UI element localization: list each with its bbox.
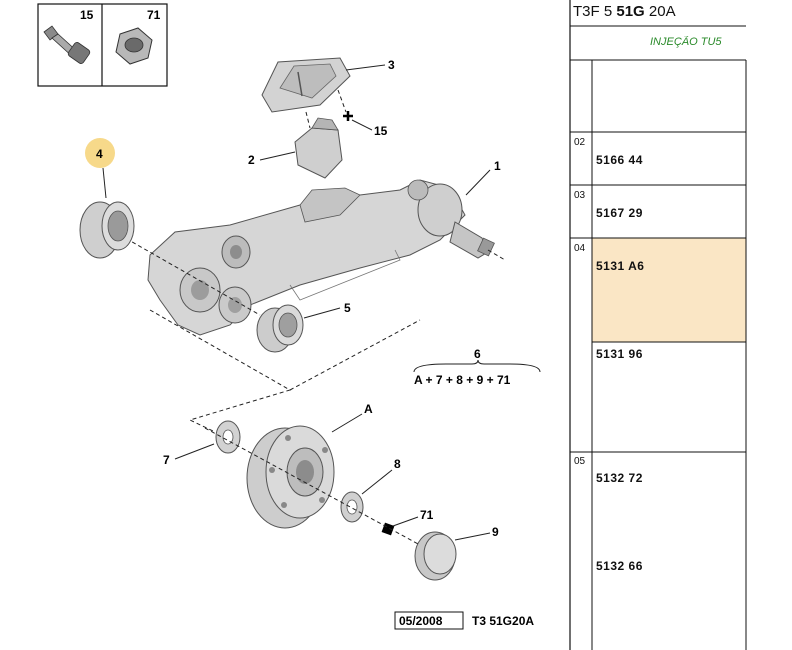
header-code: 51G	[616, 3, 645, 20]
header-prefix: T3F 5	[573, 3, 617, 20]
parts-table	[569, 0, 747, 650]
part-code[interactable]: 5167 29	[596, 206, 643, 220]
part-5-bushing	[256, 304, 304, 353]
header-suffix: 20A	[644, 3, 676, 20]
legend-boxes: 15 71	[37, 3, 168, 87]
part-code[interactable]: 5131 96	[596, 347, 643, 361]
part-3-plate	[261, 57, 351, 113]
row-index: 03	[574, 190, 586, 201]
part-8-label: 8	[394, 457, 401, 471]
row-index: 02	[574, 137, 586, 148]
part-4-label: 4	[96, 147, 103, 161]
subheader: INJEÇÃO TU5	[650, 36, 722, 48]
footer-ref: T3 51G20A	[472, 614, 534, 628]
part-9-label: 9	[492, 525, 499, 539]
part-code[interactable]: 5132 66	[596, 559, 643, 573]
part-71-label: 71	[420, 508, 434, 522]
part-2-block	[294, 117, 343, 179]
footer-date: 05/2008	[399, 614, 443, 628]
part-7-label: 7	[163, 453, 170, 467]
part-a-label: A	[364, 402, 373, 416]
part-6-label: 6	[474, 347, 481, 361]
part-code[interactable]: 5132 72	[596, 471, 643, 485]
part-3-label: 3	[388, 58, 395, 72]
part-2-label: 2	[248, 153, 255, 167]
part-7-washer	[215, 420, 241, 454]
legend-box-15-number: 15	[80, 8, 94, 22]
row-index: 04	[574, 243, 586, 254]
part-1-label: 1	[494, 159, 501, 173]
part-5-label: 5	[344, 301, 351, 315]
part-4-bushing	[79, 201, 135, 259]
part-15-label: 15	[374, 124, 388, 138]
part-1-trailing-arm	[147, 179, 495, 336]
bolt-icon	[43, 25, 91, 64]
part-8-washer	[340, 491, 364, 523]
part-4-callout-circle	[85, 138, 115, 168]
page-header: T3F 5 51G 20A	[573, 3, 676, 20]
row-index: 05	[574, 456, 586, 467]
part-a-hub	[246, 425, 335, 529]
legend-box-71-number: 71	[147, 8, 161, 22]
kit-formula: A + 7 + 8 + 9 + 71	[414, 373, 511, 387]
nut-icon	[115, 27, 153, 65]
part-9-cap	[414, 531, 457, 581]
part-71-nut-marker	[381, 522, 395, 536]
part-15-screw-marker	[343, 111, 353, 121]
part-code-highlighted[interactable]: 5131 A6	[596, 259, 645, 273]
part-code[interactable]: 5166 44	[596, 153, 643, 167]
